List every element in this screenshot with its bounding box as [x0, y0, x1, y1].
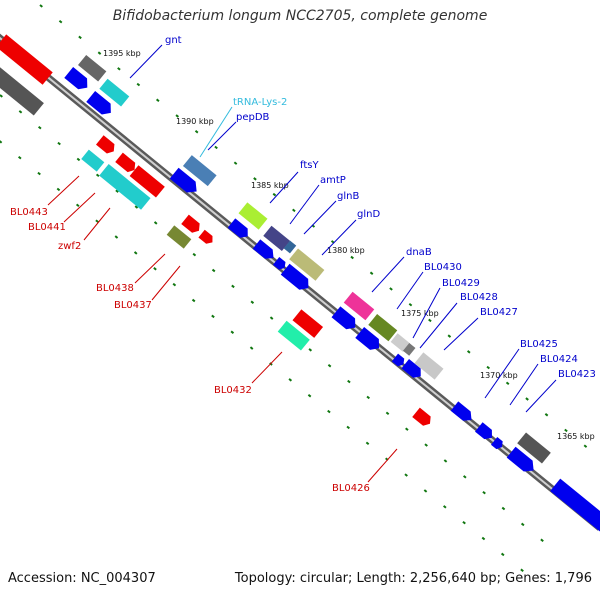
scale-labels: 1395 kbp 1390 kbp 1385 kbp 1380 kbp 1375… [103, 49, 595, 441]
gene-feature[interactable] [115, 152, 138, 175]
gene-labels-right: gnt tRNA-Lys-2 pepDB ftsY amtP glnB glnD… [165, 35, 596, 380]
gene-feature[interactable] [86, 90, 115, 118]
gene-feature[interactable] [368, 313, 398, 342]
gene-label-bl0425[interactable]: BL0425 [520, 339, 558, 350]
gene-label-gnt[interactable]: gnt [165, 35, 182, 46]
gene-label-bl0437[interactable]: BL0437 [114, 300, 152, 311]
gene-feature[interactable] [272, 256, 288, 272]
gene-feature[interactable] [390, 333, 410, 352]
gene-feature[interactable] [414, 352, 444, 380]
tick-guides [0, 4, 600, 586]
gene-feature[interactable] [227, 218, 252, 241]
map-title: Bifidobacterium longum NCC2705, complete… [112, 8, 488, 24]
gene-feature[interactable] [0, 34, 53, 85]
gene-label-zwf2[interactable]: zwf2 [58, 241, 81, 252]
gene-feature[interactable] [198, 229, 215, 247]
gene-feature[interactable] [401, 359, 424, 381]
gene-label-dnab[interactable]: dnaB [406, 247, 432, 258]
gene-feature[interactable] [490, 436, 505, 451]
gene-label-ftsy[interactable]: ftsY [300, 160, 319, 171]
gene-feature[interactable] [331, 306, 360, 333]
gene-feature[interactable] [343, 291, 375, 321]
gene-label-glnb[interactable]: glnB [337, 191, 359, 202]
gene-feature[interactable] [64, 66, 91, 93]
gene-label-bl0430[interactable]: BL0430 [424, 262, 462, 273]
gene-feature[interactable] [169, 167, 201, 197]
gene-feature[interactable] [166, 225, 192, 249]
gene-label-bl0441[interactable]: BL0441 [28, 222, 66, 233]
gene-label-bl0432[interactable]: BL0432 [214, 385, 252, 396]
gene-feature[interactable] [550, 478, 600, 532]
gene-feature[interactable] [182, 155, 217, 187]
gene-feature[interactable] [99, 78, 130, 107]
gene-label-pepdb[interactable]: pepDB [236, 112, 270, 123]
gene-feature[interactable] [252, 239, 278, 262]
gene-label-trna-lys-2[interactable]: tRNA-Lys-2 [233, 97, 287, 108]
gene-feature[interactable] [289, 248, 325, 281]
gene-label-amtp[interactable]: amtP [320, 175, 346, 186]
gene-label-bl0429[interactable]: BL0429 [442, 278, 480, 289]
accession-text: Accession: NC_004307 [8, 571, 156, 586]
gene-label-bl0438[interactable]: BL0438 [96, 283, 134, 294]
gene-label-bl0424[interactable]: BL0424 [540, 354, 578, 365]
scale-label: 1375 kbp [401, 309, 439, 318]
gene-label-bl0427[interactable]: BL0427 [480, 307, 518, 318]
gene-feature[interactable] [355, 326, 383, 354]
gene-feature[interactable] [517, 432, 551, 464]
gene-label-bl0428[interactable]: BL0428 [460, 292, 498, 303]
gene-label-bl0426[interactable]: BL0426 [332, 483, 370, 494]
gene-feature[interactable] [475, 422, 496, 442]
scale-label: 1370 kbp [480, 371, 518, 380]
gene-feature[interactable] [450, 401, 476, 424]
gene-feature[interactable] [81, 149, 105, 172]
gene-features [0, 34, 600, 532]
gene-labels-left: BL0443 BL0441 zwf2 BL0438 BL0437 BL0432 … [10, 207, 370, 494]
gene-feature[interactable] [129, 165, 165, 198]
label-leader-lines [47, 44, 557, 483]
gene-feature[interactable] [391, 353, 407, 369]
gene-feature[interactable] [96, 135, 118, 156]
scale-label: 1395 kbp [103, 49, 141, 58]
gene-label-bl0423[interactable]: BL0423 [558, 369, 596, 380]
gene-feature[interactable] [277, 320, 310, 351]
gene-feature[interactable] [263, 225, 291, 252]
gene-feature[interactable] [402, 342, 416, 356]
gene-feature[interactable] [292, 309, 324, 338]
gene-feature[interactable] [238, 202, 268, 230]
gene-feature[interactable] [412, 407, 434, 429]
gene-feature[interactable] [283, 240, 297, 254]
gene-feature[interactable] [0, 65, 44, 116]
gene-feature[interactable] [99, 163, 151, 210]
topology-text: Topology: circular; Length: 2,256,640 bp… [234, 571, 592, 586]
gene-label-bl0443[interactable]: BL0443 [10, 207, 48, 218]
gene-feature[interactable] [77, 54, 107, 82]
gene-feature[interactable] [181, 214, 203, 236]
gene-label-glnd[interactable]: glnD [357, 209, 380, 220]
scale-label: 1390 kbp [176, 117, 214, 126]
scale-label: 1385 kbp [251, 181, 289, 190]
gene-feature[interactable] [280, 263, 313, 294]
scale-label: 1380 kbp [327, 246, 365, 255]
scale-label: 1365 kbp [557, 432, 595, 441]
gene-feature[interactable] [506, 446, 538, 476]
